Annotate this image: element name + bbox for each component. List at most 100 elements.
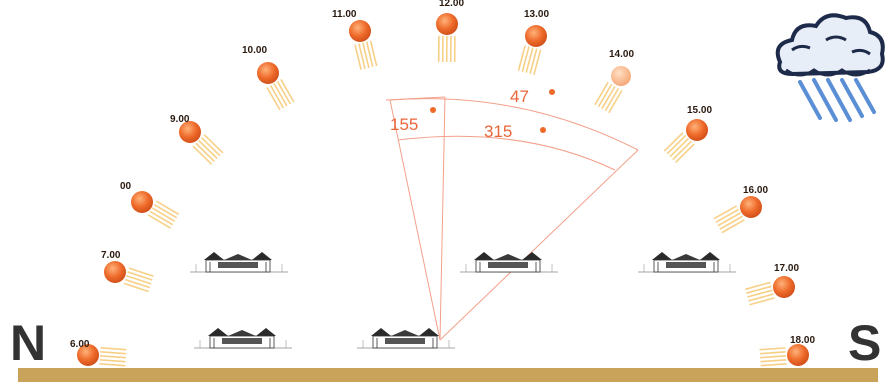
sun-ray: [746, 285, 772, 294]
sun-time-label: 00: [120, 181, 132, 192]
sun-ray: [747, 289, 773, 298]
angle-arc-inner: [397, 135, 616, 171]
sun-ray: [198, 139, 218, 160]
angle-point-a: [430, 107, 436, 113]
sun-ray: [760, 363, 787, 367]
sun-ray: [362, 42, 370, 69]
sun-ray: [99, 359, 126, 363]
angle-label-c: 47: [510, 87, 529, 106]
sun-time-label: 15.00: [687, 105, 712, 116]
sun-ray: [99, 355, 126, 359]
sun-icon: [740, 196, 762, 218]
angle-ray-left: [389, 99, 441, 341]
angle-label-a: 155: [390, 115, 418, 134]
sun-ray: [151, 207, 176, 222]
sun-ray: [759, 347, 786, 351]
house-icon: [460, 252, 558, 273]
sun-ray: [521, 46, 530, 72]
sun-time-label: 16.00: [743, 185, 768, 196]
sun-ray: [123, 282, 149, 293]
sun-ray: [195, 142, 215, 162]
sun-ray: [192, 145, 213, 165]
sun-time-label: 6.00: [70, 339, 90, 350]
sun-icon: [131, 191, 153, 213]
sun-ray: [594, 81, 609, 106]
sun-ray: [517, 45, 526, 71]
sun-ray: [266, 86, 281, 111]
sun-icon: [179, 121, 201, 143]
sun-ray: [604, 87, 620, 112]
angle-lines: [385, 96, 639, 341]
sun-icon: [104, 261, 126, 283]
sun-positions: 6.007.00009.0010.0011.0012.0013.0014.001…: [70, 0, 815, 366]
rain-cloud-icon: [775, 13, 885, 122]
sun-ray: [280, 79, 295, 103]
south-label: S: [848, 315, 881, 371]
sun-ray: [365, 41, 374, 68]
sun-ray: [203, 134, 224, 154]
sun-ray: [269, 85, 285, 109]
sun-rays: [99, 35, 787, 367]
sun-icon: [436, 13, 458, 35]
houses: [190, 252, 736, 349]
sun-time-label: 9.00: [170, 114, 190, 125]
angle-label-b: 315: [484, 122, 512, 141]
sun-ray: [663, 132, 684, 152]
sun-ray: [273, 83, 288, 107]
sun-ray: [745, 281, 771, 291]
sun-icon: [611, 66, 631, 86]
sun-ray: [124, 278, 151, 289]
sun-ray: [99, 363, 126, 367]
sun-icon: [525, 25, 547, 47]
sun-ray: [100, 347, 127, 351]
sun-ray: [669, 137, 690, 158]
sun-time-label: 17.00: [774, 263, 799, 274]
sun-time-label: 14.00: [609, 49, 634, 60]
sun-ray: [760, 359, 787, 363]
sun-icon: [257, 62, 279, 84]
sun-icon: [686, 119, 708, 141]
sun-ray: [715, 208, 739, 223]
angle-point-c: [549, 89, 555, 95]
sun-ray: [760, 355, 787, 359]
sun-ray: [719, 215, 743, 230]
sun-ray: [601, 85, 616, 110]
sun-icon: [349, 20, 371, 42]
sun-time-label: 12.00: [439, 0, 464, 9]
sun-ray: [369, 40, 378, 67]
sun-ray: [155, 200, 180, 216]
sun-ray: [717, 212, 741, 227]
sun-ray: [126, 274, 152, 285]
sun-ray: [149, 210, 174, 226]
sun-ray: [533, 49, 542, 75]
sun-time-label: 7.00: [101, 250, 121, 261]
sun-time-label: 10.00: [242, 45, 267, 56]
house-icon: [190, 252, 288, 273]
sun-ray: [200, 136, 221, 157]
sun-ray: [713, 205, 738, 220]
sun-time-label: 13.00: [524, 9, 549, 20]
sun-ray: [748, 293, 774, 302]
sun-ray: [666, 135, 687, 155]
sun-ray: [354, 44, 362, 71]
sun-ray: [721, 219, 745, 234]
sun-ray: [759, 351, 786, 355]
sun-ray: [608, 89, 623, 114]
house-icon: [638, 252, 736, 273]
sun-time-label: 18.00: [790, 335, 815, 346]
house-icon: [194, 328, 292, 349]
sun-ray: [525, 47, 534, 73]
north-label: N: [10, 315, 46, 371]
angle-point-b: [540, 127, 546, 133]
sun-ray: [358, 43, 366, 70]
sun-ray: [153, 203, 178, 219]
ground-bar: [18, 368, 878, 382]
angle-ray-right: [439, 149, 639, 341]
sun-ray: [100, 351, 127, 355]
sun-ray: [128, 267, 154, 278]
sun-icon: [787, 344, 809, 366]
sun-ray: [672, 140, 692, 161]
sun-ray: [276, 81, 292, 105]
